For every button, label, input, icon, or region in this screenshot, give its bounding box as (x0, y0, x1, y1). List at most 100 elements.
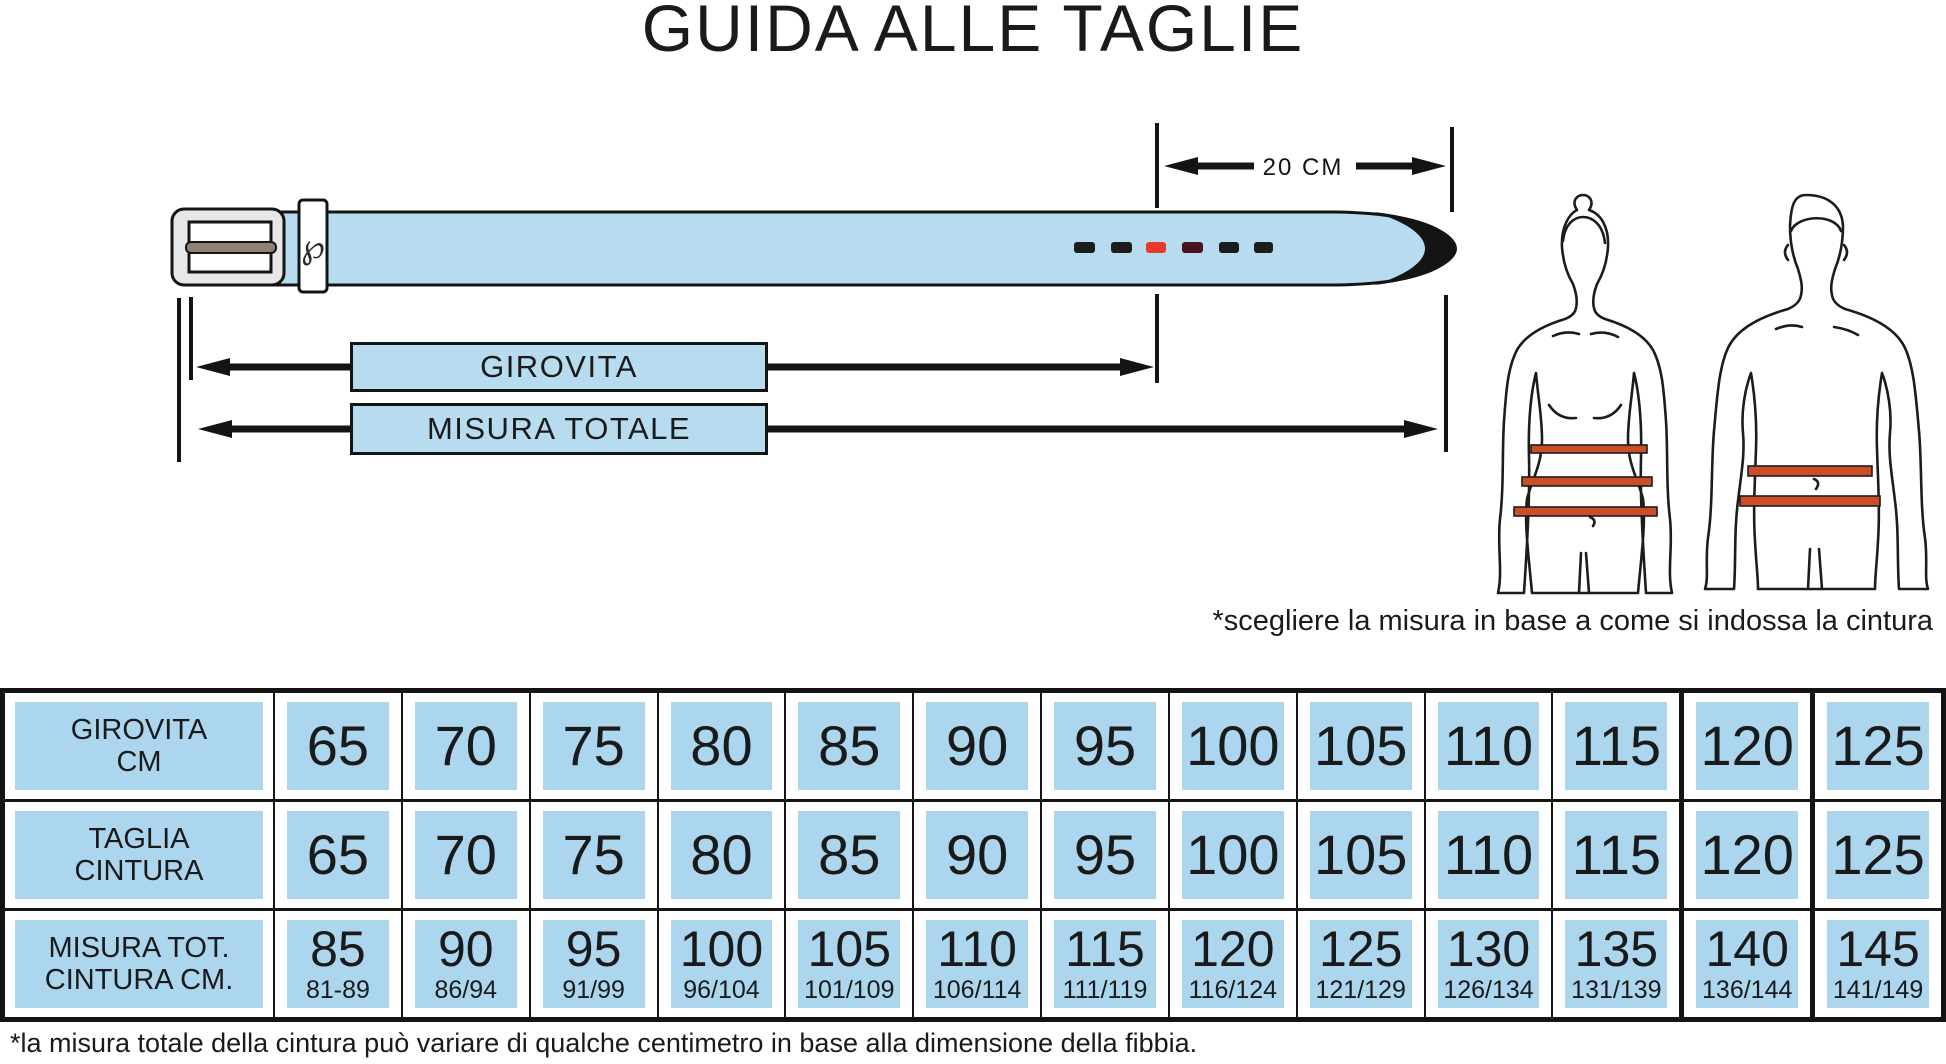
size-cell: 125 (1810, 802, 1941, 908)
fit-note: *scegliere la misura in base a come si i… (1212, 605, 1933, 637)
page-title: GUIDA ALLE TAGLIE (641, 0, 1305, 65)
size-cell: 95 (1040, 802, 1168, 908)
size-cell: 115 (1551, 693, 1679, 799)
size-value: 100 (679, 921, 764, 978)
size-cell: 80 (656, 693, 785, 799)
size-value: 95 (565, 921, 622, 978)
size-value: 85 (818, 714, 881, 777)
keeper-loop (297, 198, 329, 294)
belt-hole (1074, 242, 1095, 253)
size-cell: 105 (1295, 693, 1424, 799)
size-value: 105 (807, 921, 892, 978)
size-value: 95 (1073, 714, 1137, 777)
size-cell: 85 (784, 693, 912, 799)
waist-belt-line (1521, 476, 1653, 487)
size-range: 111/119 (1062, 976, 1148, 1005)
girovita-label-box: GIROVITA (350, 342, 768, 392)
size-value: 100 (1186, 823, 1280, 886)
arrow-right-icon (1412, 157, 1446, 175)
size-value: 70 (434, 714, 497, 777)
belt-hole (1182, 242, 1203, 253)
size-value: 95 (1073, 823, 1137, 886)
waist-belt-line (1747, 465, 1873, 477)
belt-buckle (170, 207, 286, 287)
size-value: 90 (945, 714, 1009, 777)
size-value: 65 (306, 823, 370, 886)
size-cell: 65 (273, 693, 401, 799)
dimension-girovita (196, 294, 1159, 383)
misura-totale-label-box: MISURA TOTALE (350, 403, 768, 455)
size-cell: 75 (528, 802, 657, 908)
belt-tip (1374, 212, 1457, 285)
size-cell: 80 (656, 802, 785, 908)
size-value: 115 (1065, 921, 1145, 978)
size-cell: 90 (912, 693, 1040, 799)
waist-belt-line (1530, 444, 1648, 454)
size-cell: 115 (1551, 802, 1679, 908)
size-range: 86/94 (434, 976, 498, 1005)
arrow-left-icon (1164, 157, 1198, 175)
waist-belt-line (1513, 506, 1658, 517)
belt-hole (1254, 242, 1273, 253)
size-range: 106/114 (932, 976, 1022, 1005)
size-value: 135 (1574, 921, 1659, 978)
size-cell: 110 (1423, 693, 1552, 799)
size-value: 80 (690, 714, 753, 777)
size-value: 85 (310, 921, 366, 978)
size-cell: 110 (1423, 802, 1552, 908)
size-cell: 95 (1040, 693, 1168, 799)
size-value: 70 (434, 823, 497, 886)
dimension-20cm: 20 CM (1155, 123, 1454, 212)
size-cell: 120 (1679, 693, 1810, 799)
size-cell: 120 (1679, 802, 1810, 908)
belt-hole (1219, 242, 1239, 253)
footer-note: *la misura totale della cintura può vari… (10, 1028, 1198, 1058)
size-value: 120 (1700, 823, 1794, 886)
size-range: 101/109 (804, 976, 895, 1005)
size-value: 110 (1443, 823, 1534, 886)
belt-hole (1111, 242, 1132, 253)
size-cell: 75 (528, 693, 657, 799)
size-value: 130 (1446, 921, 1531, 978)
size-range: 131/139 (1571, 976, 1662, 1005)
size-cell: 85 (784, 802, 912, 908)
size-value: 90 (437, 921, 494, 978)
size-range: 96/104 (683, 976, 760, 1005)
brand-logo-icon: ℘ (301, 227, 325, 267)
size-value: 145 (1836, 921, 1920, 978)
arrow-right-icon (1404, 420, 1438, 438)
size-value: 120 (1700, 714, 1794, 777)
size-value: 120 (1191, 921, 1275, 978)
belt-holes (1074, 242, 1273, 253)
belt-diagram: ℘ 20 CM (170, 123, 1930, 595)
size-cell: 105 (1295, 802, 1424, 908)
size-value: 105 (1313, 714, 1408, 777)
size-range: 116/124 (1188, 976, 1278, 1005)
size-value: 75 (562, 714, 625, 777)
size-value: 125 (1831, 823, 1925, 886)
size-range: 141/149 (1832, 976, 1924, 1005)
row-header-cell: MISURA TOT.CINTURA CM. (5, 911, 273, 1017)
size-value: 110 (937, 921, 1017, 978)
belt-strap (256, 210, 1455, 287)
arrow-right-icon (1120, 358, 1154, 376)
